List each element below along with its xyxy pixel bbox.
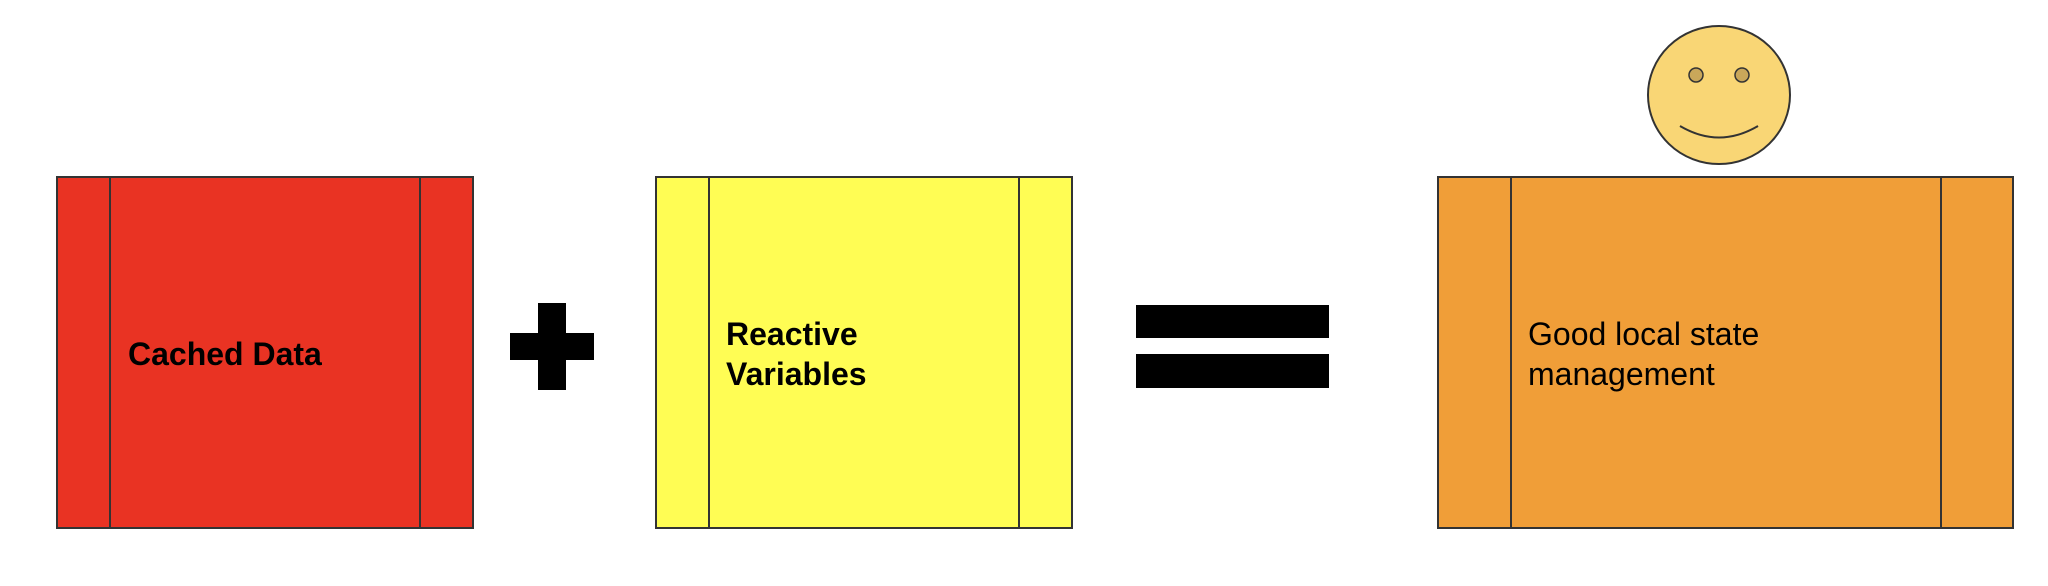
good-state-management-label: Good local state management [1528,316,1760,392]
cached-data-box: Cached Data [56,176,474,529]
right-divider [1940,178,1942,527]
reactive-variables-label: Reactive Variables [726,316,867,392]
left-divider [708,178,710,527]
right-eye [1734,67,1750,83]
smiley-face-icon [1647,25,1791,165]
mouth [1679,125,1759,139]
right-divider [419,178,421,527]
cached-data-label: Cached Data [128,336,322,372]
good-state-management-box: Good local state management [1437,176,2014,529]
reactive-variables-box: Reactive Variables [655,176,1073,529]
left-eye [1688,67,1704,83]
face-circle [1647,25,1791,165]
left-divider [1510,178,1512,527]
right-divider [1018,178,1020,527]
left-divider [109,178,111,527]
